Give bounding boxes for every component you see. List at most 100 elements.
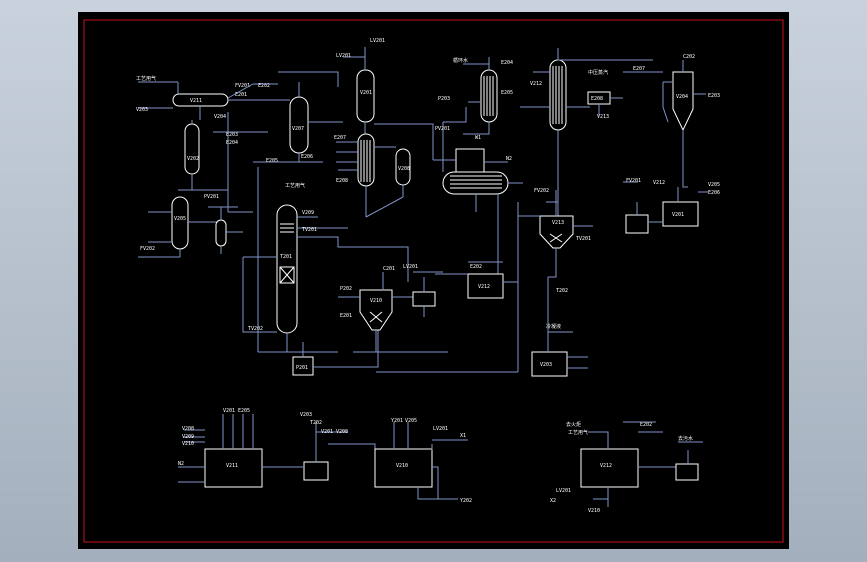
label-tv201-b: TV201: [576, 236, 591, 242]
label-feed-gas-3: 工艺用气: [568, 429, 588, 436]
label-e205-c: E205: [238, 408, 250, 414]
vessel-v203[interactable]: [531, 351, 568, 377]
label-y202: Y202: [460, 498, 472, 504]
vessel-v211-bottom[interactable]: [204, 448, 263, 488]
vessel-v212[interactable]: [467, 273, 504, 299]
drum-group-left: V211 工艺用气 V203 FV201 E201 E202 V202 V204…: [136, 75, 278, 258]
vessel-v210-bottom[interactable]: [374, 448, 433, 488]
horizontal-exchanger-e201[interactable]: [442, 171, 509, 195]
label-e204-b: E204: [501, 60, 513, 66]
label-p203: P203: [438, 96, 450, 102]
label-v209-b: V209: [182, 434, 194, 440]
hopper-v210[interactable]: [359, 289, 393, 331]
label-fv201: FV201: [235, 83, 250, 89]
tower-group: T201 工艺用气 V209 TV201 TV202 P201: [242, 167, 409, 376]
label-e207: E207: [334, 135, 346, 141]
label-e204: E204: [226, 140, 238, 146]
label-t201: T201: [280, 254, 292, 260]
label-p202: P202: [340, 286, 352, 292]
label-e205-b: E205: [501, 90, 513, 96]
hopper-v213[interactable]: [539, 215, 574, 249]
vessel-v206[interactable]: [215, 219, 227, 247]
label-v212-c: V212: [653, 180, 665, 186]
drawing-border: [83, 19, 784, 543]
bottom-row: V211 V208 V209 V210 V201 E205 N2 V203 T2…: [178, 408, 703, 514]
vessel-v202[interactable]: [184, 123, 200, 175]
label-t202: T202: [556, 288, 568, 294]
process-flow-diagram: V211 工艺用气 V203 FV201 E201 E202 V202 V204…: [83, 19, 784, 543]
label-v213-b: V213: [552, 220, 564, 226]
label-y201: Y201: [391, 418, 403, 424]
label-n2-b: N2: [178, 461, 184, 467]
label-feed-gas-2: 工艺用气: [285, 182, 305, 189]
label-lv201-d: LV201: [433, 426, 448, 432]
label-v212: V212: [478, 284, 490, 290]
vessel-v207[interactable]: [289, 96, 309, 154]
label-v203-c: V203: [300, 412, 312, 418]
label-v205-b: V205: [708, 182, 720, 188]
label-v210-bottom: V210: [396, 463, 408, 469]
label-fv201-b: FV201: [626, 178, 641, 184]
right-equipment: V213 FV202 TV201 T202 V203 冷凝液 V204 C202…: [376, 54, 720, 377]
pump-p202[interactable]: [412, 291, 436, 307]
label-v209: V209: [302, 210, 314, 216]
exchanger-e207[interactable]: [357, 133, 375, 187]
label-v210: V210: [370, 298, 382, 304]
vessel-v212-bottom[interactable]: [580, 448, 639, 488]
label-condensate: 冷凝液: [546, 323, 561, 330]
tall-column-v201[interactable]: [356, 69, 375, 123]
label-c201: C201: [383, 266, 395, 272]
cad-viewport[interactable]: V211 工艺用气 V203 FV201 E201 E202 V202 V204…: [78, 12, 789, 549]
label-e202: E202: [258, 83, 270, 89]
label-v211-bottom: V211: [226, 463, 238, 469]
pump-p202-bottom[interactable]: [303, 461, 329, 481]
label-e202-c: E202: [640, 422, 652, 428]
label-lv201b: LV201: [370, 38, 385, 44]
label-pv201-b: PV201: [435, 126, 450, 132]
vessel-v205[interactable]: [171, 196, 189, 250]
label-v202: V202: [187, 156, 199, 162]
vessel-group-center: V207 E205 E206 V201 LV201 LV201 E207 E20…: [253, 38, 434, 218]
label-p201: P201: [296, 365, 308, 371]
label-wastewater: 去污水: [678, 435, 693, 442]
label-v212-b: V212: [530, 81, 542, 87]
reactor-group: V210 P202 E201 LV201 C201: [338, 264, 448, 353]
cyclone-c202[interactable]: [672, 71, 694, 132]
exchanger-e206[interactable]: [549, 59, 567, 131]
label-e208-b: E208: [591, 96, 603, 102]
label-e208: E208: [336, 178, 348, 184]
label-e203: E203: [226, 132, 238, 138]
label-v201: V201: [360, 90, 372, 96]
label-v208-c: V208: [336, 429, 348, 435]
vessel-v201[interactable]: [662, 201, 699, 227]
pump-p203[interactable]: [625, 214, 649, 234]
label-feed-gas: 工艺用气: [136, 75, 156, 82]
pump-p203-bottom[interactable]: [675, 463, 699, 481]
label-n2: N2: [506, 156, 512, 162]
label-e203-b: E203: [708, 93, 720, 99]
label-e206: E206: [301, 154, 313, 160]
label-w1: W1: [475, 135, 481, 141]
label-v210-c: V210: [588, 508, 600, 514]
label-v203-b: V203: [540, 362, 552, 368]
label-e207-b: E207: [633, 66, 645, 72]
label-e202-b: E202: [470, 264, 482, 270]
label-steam: 中压蒸汽: [588, 69, 608, 76]
top-exchangers: 循环水 E204 E205 P203 PV201 W1 V212 C202 E2…: [435, 48, 653, 222]
label-tv201: TV201: [302, 227, 317, 233]
label-fv202: FV202: [140, 246, 155, 252]
label-c202-b: C202: [683, 54, 695, 60]
label-e206-b: E206: [708, 190, 720, 196]
label-v201-d: V201: [321, 429, 333, 435]
label-v208-b: V208: [182, 426, 194, 432]
label-pv201: PV201: [204, 194, 219, 200]
label-fv202-b: FV202: [534, 188, 549, 194]
exchanger-e203[interactable]: [480, 69, 498, 123]
label-x2: X2: [550, 498, 556, 504]
label-cooling-water: 循环水: [453, 57, 468, 64]
label-v204-b: V204: [676, 94, 688, 100]
label-v211: V211: [190, 98, 202, 104]
label-x1: X1: [460, 433, 466, 439]
label-tv202: TV202: [248, 326, 263, 332]
exchanger-group: N2 V212 E202: [433, 148, 523, 299]
